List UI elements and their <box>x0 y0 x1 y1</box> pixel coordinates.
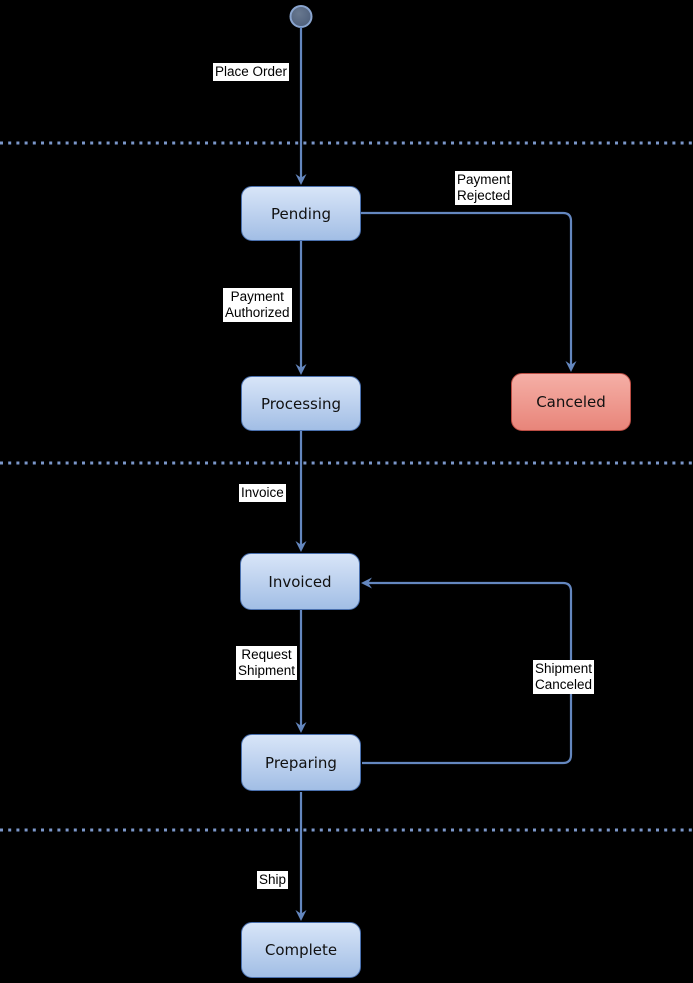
edge-label-payment-authorized: Payment Authorized <box>223 288 292 322</box>
state-processing: Processing <box>241 376 361 431</box>
arrowhead-processing-to-invoiced <box>295 541 307 552</box>
arrowhead-preparing-to-invoiced <box>361 577 372 589</box>
state-preparing-label: Preparing <box>265 753 337 772</box>
state-invoiced: Invoiced <box>240 553 360 610</box>
edge-label-shipment-canceled: Shipment Canceled <box>533 660 595 694</box>
state-canceled: Canceled <box>511 373 631 431</box>
arrowhead-preparing-to-complete <box>295 910 307 921</box>
state-complete-label: Complete <box>264 941 338 959</box>
edge-label-place-order: Place Order <box>213 63 290 81</box>
edge-label-ship: Ship <box>257 871 289 889</box>
arrowhead-invoiced-to-preparing <box>295 722 307 733</box>
arrowhead-start-to-pending <box>295 174 307 185</box>
arrowhead-pending-to-processing <box>295 364 307 375</box>
state-canceled-label: Canceled <box>536 393 606 411</box>
edge-pending-to-canceled <box>361 211 573 366</box>
state-preparing: Preparing <box>241 734 361 791</box>
state-pending: Pending <box>241 186 361 241</box>
state-pending-label: Pending <box>271 204 331 223</box>
arrowhead-pending-to-canceled <box>565 361 577 372</box>
edge-label-payment-rejected: Payment Rejected <box>455 171 513 205</box>
initial-state-circle <box>289 5 313 28</box>
edge-label-request-shipment: Request Shipment <box>236 646 298 680</box>
edge-label-invoice: Invoice <box>239 484 286 502</box>
state-processing-label: Processing <box>260 394 342 413</box>
state-invoiced-label: Invoiced <box>268 572 332 591</box>
state-complete: Complete <box>241 922 361 978</box>
